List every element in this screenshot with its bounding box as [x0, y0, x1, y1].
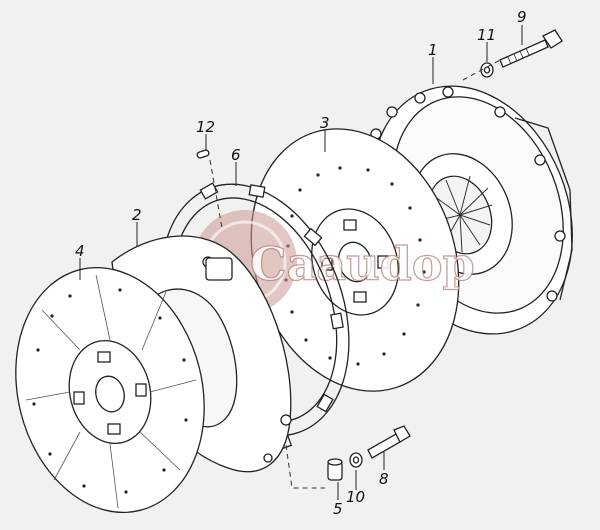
- callout-10: 10: [346, 488, 365, 506]
- driven-disc-inner: [250, 128, 460, 392]
- callout-4: 4: [75, 242, 85, 260]
- callout-12: 12: [196, 118, 215, 136]
- pin: [196, 149, 210, 159]
- long-bolt: [499, 29, 563, 68]
- washer-upper: [480, 62, 494, 78]
- callout-1: 1: [428, 41, 438, 59]
- callout-8: 8: [379, 470, 389, 488]
- callout-11: 11: [477, 26, 496, 44]
- assembly-axis-lines: [209, 59, 501, 489]
- callout-5: 5: [333, 500, 343, 518]
- callout-6: 6: [231, 146, 241, 164]
- washer-lower: [349, 452, 363, 468]
- callout-labels: 1 2 3 4 5 6 8 9 10 11 12: [75, 8, 527, 518]
- callout-3: 3: [320, 114, 330, 132]
- watermark-text: Caaudop: [250, 237, 475, 291]
- bushing: [327, 458, 343, 481]
- callout-9: 9: [517, 8, 527, 26]
- short-bolt: [367, 425, 411, 459]
- driven-disc-outer: [15, 266, 205, 514]
- callout-2: 2: [132, 206, 142, 224]
- leader-lines: [79, 25, 523, 500]
